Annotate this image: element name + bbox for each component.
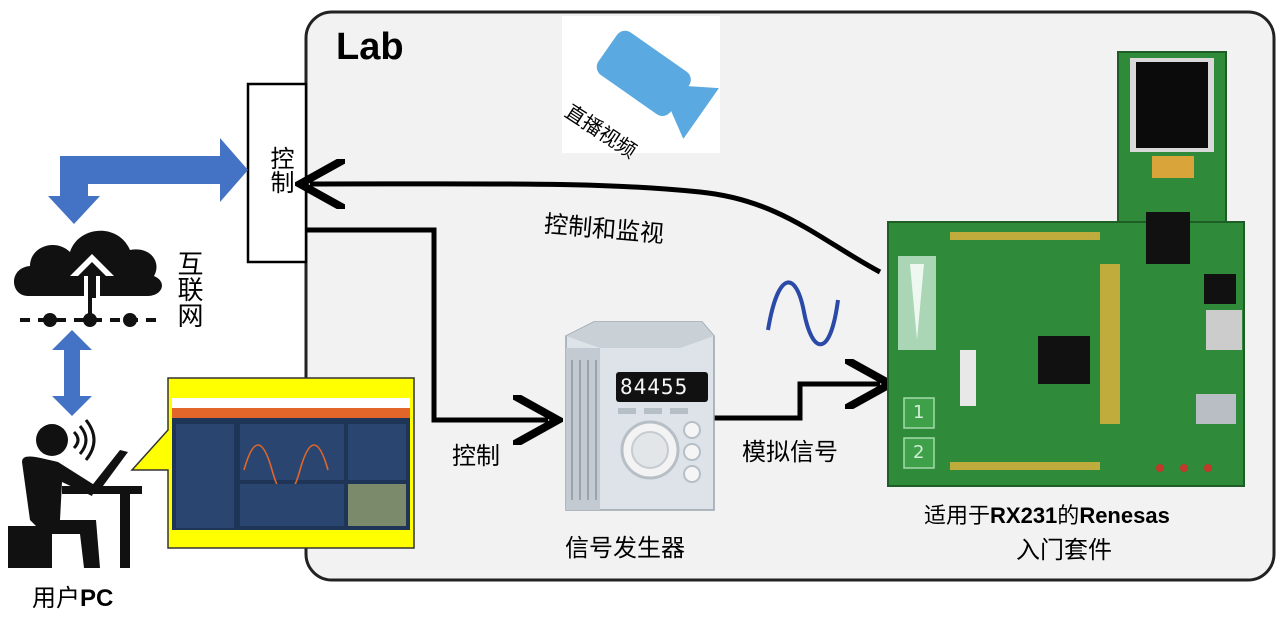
board-label-line1: 适用于RX231的Renesas xyxy=(924,498,1170,530)
board-label-model: RX231 xyxy=(990,503,1058,528)
lab-title: Lab xyxy=(336,26,404,68)
arrow-analog-signal xyxy=(714,384,880,421)
board-pad-1: 1 xyxy=(913,402,925,423)
internet-link-arrows xyxy=(48,138,248,416)
renesas-rx231-board xyxy=(887,51,1245,487)
sine-wave-icon xyxy=(766,280,840,347)
video-camera-icon xyxy=(562,16,720,153)
board-label-line2: 入门套件 xyxy=(1016,536,1112,564)
signal-generator-device xyxy=(565,321,715,511)
user-pc-icon xyxy=(8,419,142,568)
analog-signal-label: 模拟信号 xyxy=(742,438,838,466)
user-label-pc: PC xyxy=(80,585,114,612)
user-pc-label: 用户PC xyxy=(32,578,113,613)
internet-label: 互联网 xyxy=(173,250,203,328)
user-label-prefix: 用户 xyxy=(32,584,80,612)
ui-screenshot-callout xyxy=(130,377,415,549)
generator-display: 84455 xyxy=(620,375,689,399)
board-label-prefix: 适用于 xyxy=(924,504,991,529)
board-pad-2: 2 xyxy=(913,442,925,463)
board-label-mid: 的 xyxy=(1057,504,1080,529)
cloud-upload-icon xyxy=(14,230,162,327)
arrow-control-to-generator xyxy=(306,227,548,420)
board-label-brand: Renesas xyxy=(1079,503,1170,528)
control-box-label: 控制 xyxy=(266,146,294,194)
generator-label: 信号发生器 xyxy=(565,534,685,562)
control-label: 控制 xyxy=(452,442,500,470)
arrow-control-monitor xyxy=(310,184,882,275)
